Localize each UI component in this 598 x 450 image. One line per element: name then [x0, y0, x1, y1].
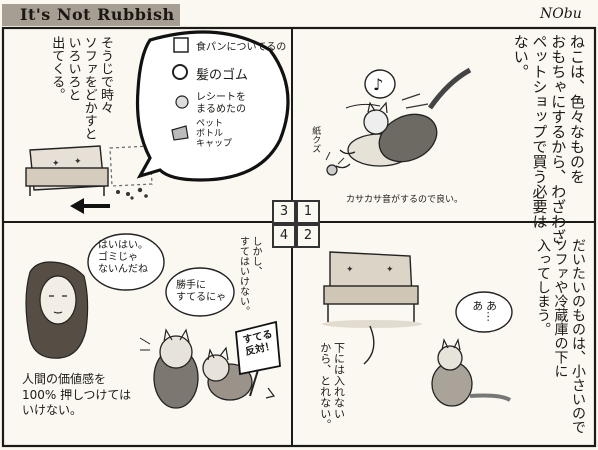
panel3-narration: そうじで時々 ソファをどかすと いろいろと 出てくる。 [49, 36, 113, 140]
receipt-ball-icon [175, 95, 189, 109]
sofa-right: ✦ ✦ [322, 251, 422, 328]
panel-number-3: 3 [272, 200, 296, 224]
cat-speech-bubble [165, 267, 235, 317]
panel-number-2: 2 [296, 224, 320, 248]
paper-label: 紙クズ [310, 126, 321, 153]
svg-text:✦: ✦ [386, 265, 394, 275]
items-speech-bubble [135, 30, 290, 182]
item-bottle-cap: ペット ボトル キャップ [196, 119, 233, 149]
motion-lines [401, 93, 429, 109]
title-bar [2, 4, 180, 26]
item-hair-tie: 髪のゴム [196, 68, 249, 83]
panel-number-1: 1 [296, 200, 320, 224]
panel2-narration: だいたいのものは、小さいので ソファや冷蔵庫の下に 入ってしまう。 [535, 238, 586, 434]
sofa-dashed-outline [109, 145, 153, 187]
cat-speech-bubble-right [455, 291, 513, 333]
item-receipt: レシートを まるめたの [196, 92, 246, 115]
hair-tie-icon [172, 64, 188, 80]
svg-text:✦: ✦ [52, 159, 60, 169]
author-signature: NObu [540, 6, 582, 22]
cat-sitting [431, 338, 512, 407]
sign-emphasis [265, 387, 276, 399]
page-title: It's Not Rubbish [20, 5, 175, 24]
debris-dots [116, 187, 148, 200]
panel1-narration: ねこは、色々なものを おもちゃにするから、わざわざ ペットショップで買う必要は … [511, 34, 586, 244]
panel4-caption: 人間の価値感を 100% 押しつけては いけない。 [22, 372, 132, 418]
human-figure [25, 261, 89, 359]
paper-ball-icon [326, 164, 338, 176]
sofa-left: ✦ ✦ [25, 145, 109, 196]
under-sofa-note: 下には入れない から、とれない。 [318, 342, 346, 430]
human-speech-bubble [87, 233, 165, 291]
paper-motion [325, 151, 345, 165]
bread-clip-icon [173, 37, 189, 53]
outer-frame [1, 26, 597, 448]
under-sofa-arrow [363, 325, 375, 365]
svg-text:♪: ♪ [373, 75, 383, 94]
music-note-bubble: ♪ [364, 69, 396, 99]
cat-speech: 勝手に すてるにゃ [176, 280, 227, 303]
cat-gray [139, 328, 199, 409]
bottle-cap-icon [171, 125, 189, 141]
human-speech: はいはい。 ゴミじゃ ないんだね [98, 240, 148, 275]
panel1-caption: カサカサ音がするので良い。 [346, 195, 464, 205]
left-arrow [70, 198, 110, 214]
svg-text:✦: ✦ [74, 157, 82, 167]
protest-sign [235, 320, 281, 397]
panel4-narration: しかし、 すてはいけない。 [237, 236, 262, 316]
svg-text:✦: ✦ [346, 265, 354, 275]
cat-playing [335, 67, 472, 169]
panel-number-4: 4 [272, 224, 296, 248]
item-bread-clip: 食パンについてるの [196, 42, 287, 53]
cat-speech-right: あ… あ [470, 300, 498, 322]
